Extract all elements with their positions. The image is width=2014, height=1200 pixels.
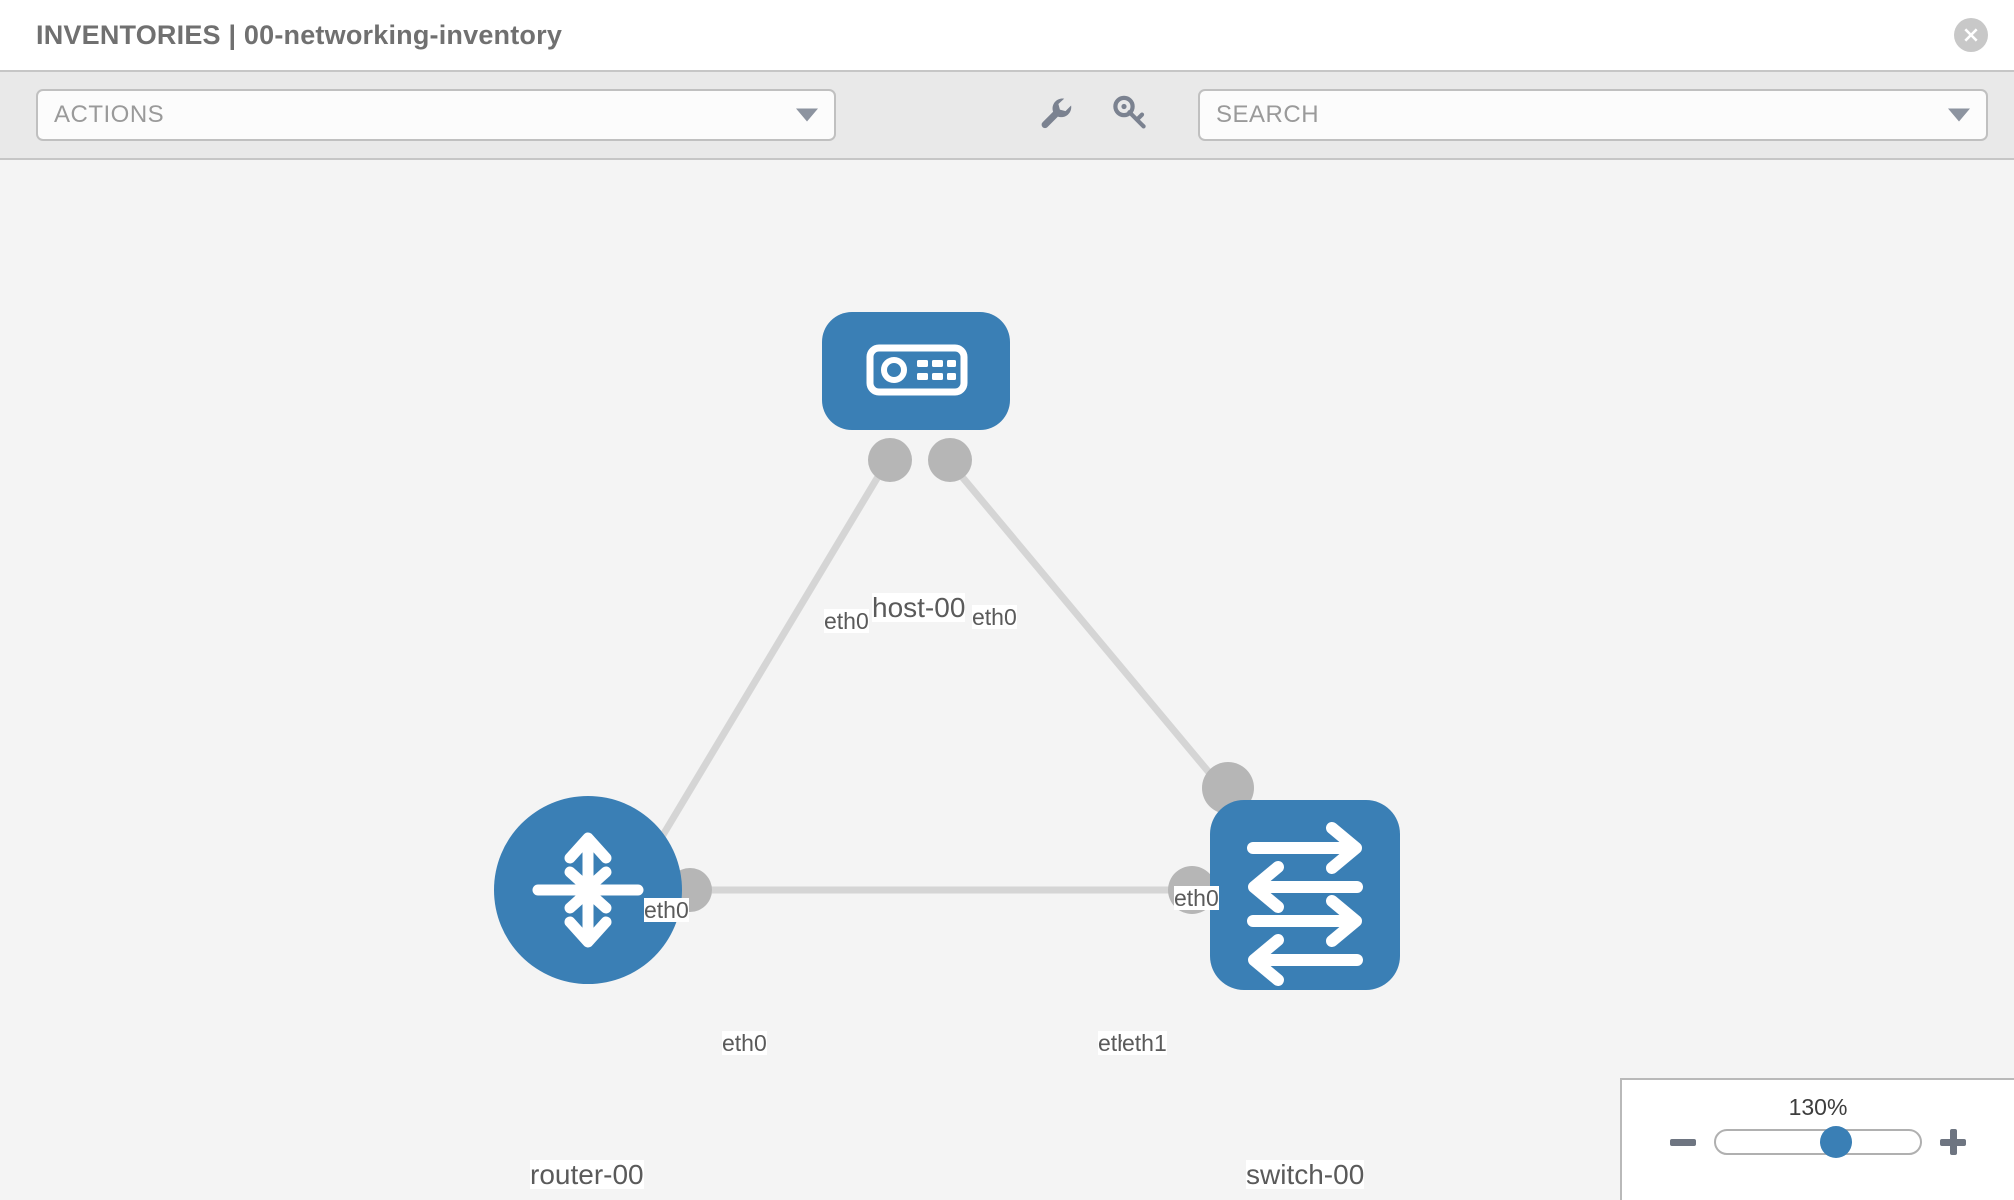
iface-label-router00-right: eth0 — [722, 1030, 767, 1056]
zoom-out-button[interactable] — [1670, 1129, 1696, 1155]
zoom-slider-row — [1670, 1126, 1966, 1158]
zoom-in-button[interactable] — [1940, 1129, 1966, 1155]
node-label-router-00: router-00 — [530, 1159, 644, 1190]
topology-canvas[interactable]: host-00 eth0 eth0 eth0 router-00 eth0 et… — [0, 160, 2014, 1200]
iface-label-switch00-uplink: eth0 — [1174, 885, 1219, 911]
link-group — [644, 457, 1225, 894]
page-header: INVENTORIES | 00-networking-inventory — [0, 0, 2014, 70]
connector-host00-right — [928, 438, 972, 482]
node-label-host-00: host-00 — [872, 592, 966, 623]
key-icon[interactable] — [1110, 93, 1150, 138]
zoom-control-panel: 130% — [1620, 1078, 2014, 1200]
zoom-slider-track[interactable] — [1714, 1126, 1922, 1158]
router-arrows-icon — [532, 832, 644, 948]
iface-label-host00-left: eth0 — [824, 608, 869, 634]
node-switch-00[interactable] — [1210, 800, 1400, 990]
toolbar-icon-group — [1036, 93, 1150, 138]
page-title: INVENTORIES | 00-networking-inventory — [36, 19, 563, 50]
actions-dropdown[interactable]: ACTIONS — [36, 89, 836, 141]
server-device-icon — [866, 344, 968, 396]
search-input[interactable]: SEARCH — [1216, 101, 1320, 128]
toolbar: ACTIONS SEARCH — [0, 70, 2014, 160]
node-host-00[interactable] — [822, 312, 1010, 430]
zoom-slider-thumb[interactable] — [1820, 1126, 1852, 1158]
node-label-switch-00: switch-00 — [1246, 1159, 1365, 1190]
link-host00-switch00[interactable] — [945, 457, 1225, 791]
chevron-down-icon — [1948, 108, 1970, 122]
iface-label-host00-right: eth0 — [972, 604, 1017, 630]
iface-label-switch00-left: eth1 — [1122, 1030, 1167, 1056]
node-router-00[interactable] — [494, 796, 682, 984]
connector-host00-left — [868, 438, 912, 482]
switch-arrows-icon — [1247, 822, 1363, 986]
chevron-down-icon — [796, 108, 818, 122]
link-host00-router00[interactable] — [644, 458, 892, 862]
zoom-level-value: 130% — [1788, 1094, 1848, 1120]
iface-label-router00-uplink: eth0 — [644, 897, 689, 923]
wrench-icon[interactable] — [1036, 93, 1076, 138]
search-dropdown[interactable]: SEARCH — [1198, 89, 1988, 141]
topology-graph — [494, 312, 1400, 990]
close-icon[interactable] — [1954, 18, 1988, 52]
actions-dropdown-label: ACTIONS — [54, 101, 165, 128]
